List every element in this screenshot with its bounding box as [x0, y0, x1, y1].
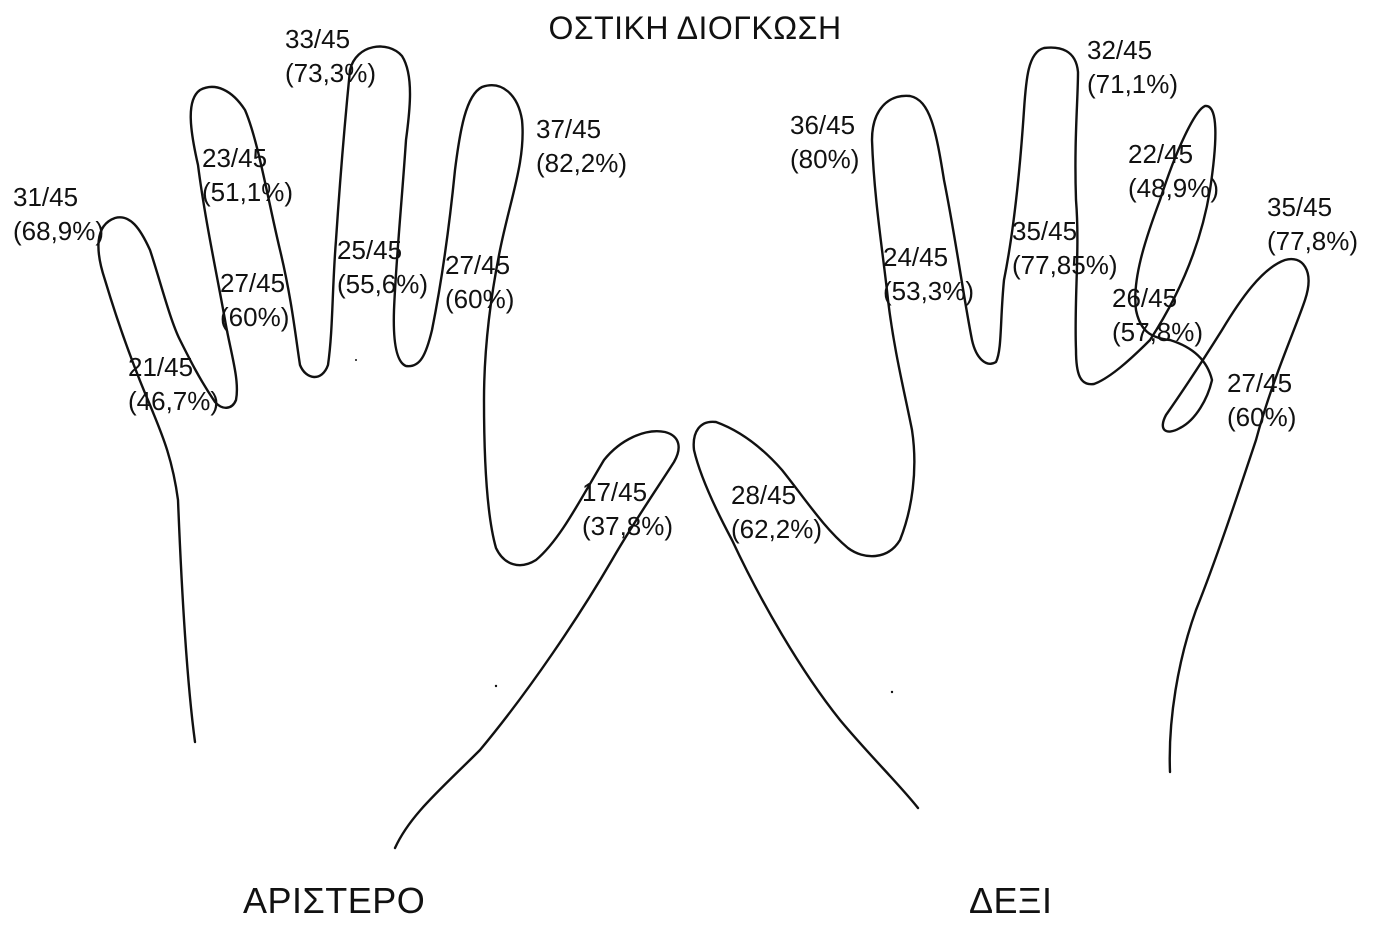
right-joint-stat: 24/45 (53,3%) — [883, 240, 974, 308]
joint-percent: (37,8%) — [582, 511, 674, 541]
left-joint-stat: 21/45 (46,7%) — [128, 350, 219, 418]
joint-percent: (53,3%) — [883, 276, 975, 306]
joint-count: 27/45 — [445, 250, 511, 280]
left-hand-label: ΑΡΙΣΤΕΡΟ — [243, 880, 426, 921]
left-joint-stat: 17/45 (37,8%) — [582, 475, 673, 543]
scan-speck — [494, 684, 498, 688]
joint-count: 25/45 — [337, 235, 403, 265]
joint-percent: (60%) — [1227, 402, 1297, 432]
joint-percent: (51,1%) — [202, 177, 294, 207]
right-joint-stat: 26/45 (57,8%) — [1112, 281, 1203, 349]
left-joint-stat: 27/45 (60%) — [220, 266, 289, 334]
left-joint-stat: 25/45 (55,6%) — [337, 233, 428, 301]
joint-percent: (46,7%) — [128, 386, 220, 416]
joint-count: 35/45 — [1012, 216, 1078, 246]
left-hand-outline — [97, 45, 680, 850]
right-joint-stat: 22/45 (48,9%) — [1128, 137, 1219, 205]
joint-percent: (73,3%) — [285, 58, 377, 88]
joint-count: 21/45 — [128, 352, 194, 382]
joint-count: 36/45 — [790, 110, 856, 140]
right-joint-stat: 27/45 (60%) — [1227, 366, 1296, 434]
right-hand-outline — [692, 46, 1310, 810]
joint-count: 27/45 — [220, 268, 286, 298]
joint-count: 22/45 — [1128, 139, 1194, 169]
joint-count: 28/45 — [731, 480, 797, 510]
joint-percent: (82,2%) — [536, 148, 628, 178]
joint-count: 35/45 — [1267, 192, 1333, 222]
joint-count: 26/45 — [1112, 283, 1178, 313]
scan-speck — [890, 690, 894, 694]
diagram-title: ΟΣΤΙΚΗ ΔΙΟΓΚΩΣΗ — [548, 10, 842, 46]
joint-percent: (60%) — [220, 302, 290, 332]
left-joint-stat: 27/45 (60%) — [445, 248, 514, 316]
joint-count: 37/45 — [536, 114, 602, 144]
right-joint-stat: 35/45 (77,8%) — [1267, 190, 1358, 258]
joint-count: 24/45 — [883, 242, 949, 272]
joint-count: 31/45 — [13, 182, 79, 212]
joint-count: 33/45 — [285, 24, 351, 54]
scan-speck — [355, 359, 357, 361]
right-joint-stat: 36/45 (80%) — [790, 108, 859, 176]
joint-percent: (60%) — [445, 284, 515, 314]
joint-percent: (55,6%) — [337, 269, 429, 299]
joint-count: 23/45 — [202, 143, 268, 173]
joint-percent: (71,1%) — [1087, 69, 1179, 99]
joint-percent: (62,2%) — [731, 514, 823, 544]
right-joint-stat: 28/45 (62,2%) — [731, 478, 822, 546]
left-joint-stat: 33/45 (73,3%) — [285, 22, 376, 90]
left-joint-stat: 37/45 (82,2%) — [536, 112, 627, 180]
joint-percent: (48,9%) — [1128, 173, 1220, 203]
joint-count: 27/45 — [1227, 368, 1293, 398]
joint-percent: (80%) — [790, 144, 860, 174]
joint-count: 17/45 — [582, 477, 648, 507]
right-joint-stat: 35/45 (77,85%) — [1012, 214, 1118, 282]
right-hand-label: ΔΕΞΙ — [969, 880, 1053, 921]
left-joint-stat: 31/45 (68,9%) — [13, 180, 104, 248]
right-joint-stat: 32/45 (71,1%) — [1087, 33, 1178, 101]
joint-count: 32/45 — [1087, 35, 1153, 65]
left-joint-stat: 23/45 (51,1%) — [202, 141, 293, 209]
joint-percent: (57,8%) — [1112, 317, 1204, 347]
joint-percent: (77,8%) — [1267, 226, 1359, 256]
joint-percent: (68,9%) — [13, 216, 105, 246]
joint-percent: (77,85%) — [1012, 250, 1118, 280]
